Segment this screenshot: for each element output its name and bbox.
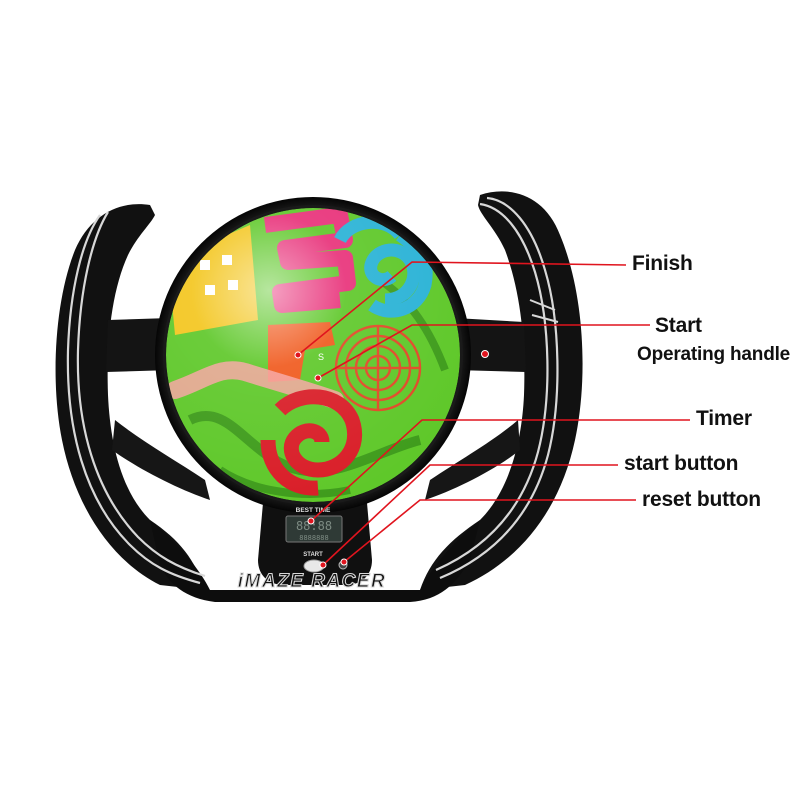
- lcd-header: BEST TIME: [296, 507, 331, 514]
- leader-finish: [297, 261, 627, 356]
- callout-timer: Timer: [696, 407, 752, 430]
- lcd-digits-lower: 8888888: [299, 534, 329, 542]
- callout-finish: Finish: [632, 252, 693, 275]
- brand-logo-text: iMAZE RACER: [238, 571, 386, 592]
- start-button-printed-label: START: [303, 552, 323, 558]
- right-lower-spoke: [425, 420, 520, 500]
- timer-display: BEST TIME 88:88 8888888 START: [285, 507, 343, 558]
- grip-stripes: [66, 196, 559, 585]
- callout-leaders: [294, 261, 690, 569]
- right-grip: [420, 191, 583, 591]
- callout-operating-handle: Operating handle: [637, 344, 791, 365]
- leader-start: [317, 324, 650, 379]
- leader-reset-button: [343, 499, 636, 563]
- leader-start-button: [322, 464, 618, 566]
- leader-timer: [310, 419, 690, 522]
- callout-start-button: start button: [624, 452, 739, 475]
- callout-start: Start: [655, 314, 702, 337]
- right-spoke: [455, 318, 526, 372]
- left-lower-spoke: [112, 420, 210, 500]
- maze-board: S: [166, 208, 460, 502]
- callout-reset-button: reset button: [642, 488, 761, 511]
- lcd-digits: 88:88: [296, 519, 332, 533]
